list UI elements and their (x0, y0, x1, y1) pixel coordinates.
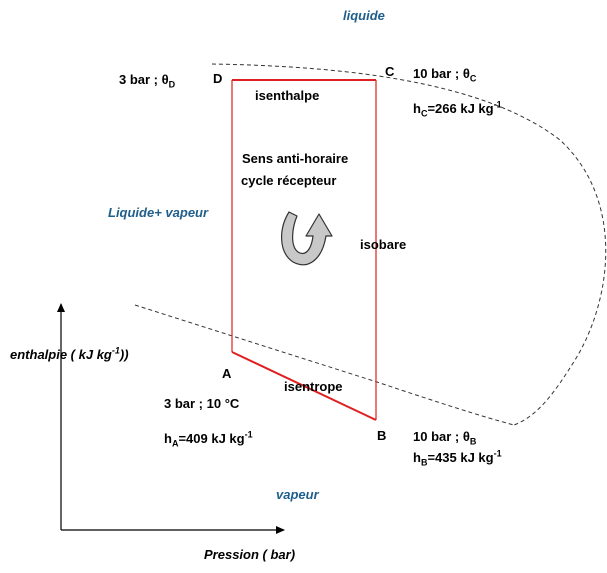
point-c-enthalpy: hC=266 kJ kg-1 (413, 99, 502, 119)
point-a-label: A (222, 366, 232, 381)
label-isenthalpe: isenthalpe (255, 88, 320, 103)
rotation-arrow-icon (281, 211, 333, 266)
region-liquide-vapeur: Liquide+ vapeur (108, 205, 209, 220)
cycle-direction-line1: Sens anti-horaire (242, 151, 349, 166)
label-isentrope: isentrope (284, 379, 343, 394)
point-c-label: C (385, 64, 395, 79)
point-d-label: D (213, 71, 223, 86)
saturation-curve-upper (211, 63, 607, 426)
isentrope-line (231, 351, 377, 421)
point-a-enthalpy: hA=409 kJ kg-1 (164, 429, 253, 449)
point-b-enthalpy: hB=435 kJ kg-1 (413, 448, 502, 468)
label-isobare: isobare (360, 237, 407, 252)
cycle-direction-line2: cycle récepteur (241, 173, 337, 188)
point-b-label: B (377, 428, 387, 443)
cycle-path (231, 79, 377, 421)
region-liquide: liquide (343, 8, 385, 23)
point-b-state: 10 bar ; θB (413, 429, 477, 447)
region-vapeur: vapeur (276, 487, 319, 502)
y-axis-label: enthalpie ( kJ kg-1)) (10, 345, 129, 362)
saturation-curve-lower (134, 304, 515, 426)
x-axis-label: Pression ( bar) (204, 547, 296, 562)
point-a-state: 3 bar ; 10 °C (164, 396, 240, 411)
point-c-state: 10 bar ; θC (413, 66, 477, 84)
point-d-state: 3 bar ; θD (119, 72, 176, 90)
